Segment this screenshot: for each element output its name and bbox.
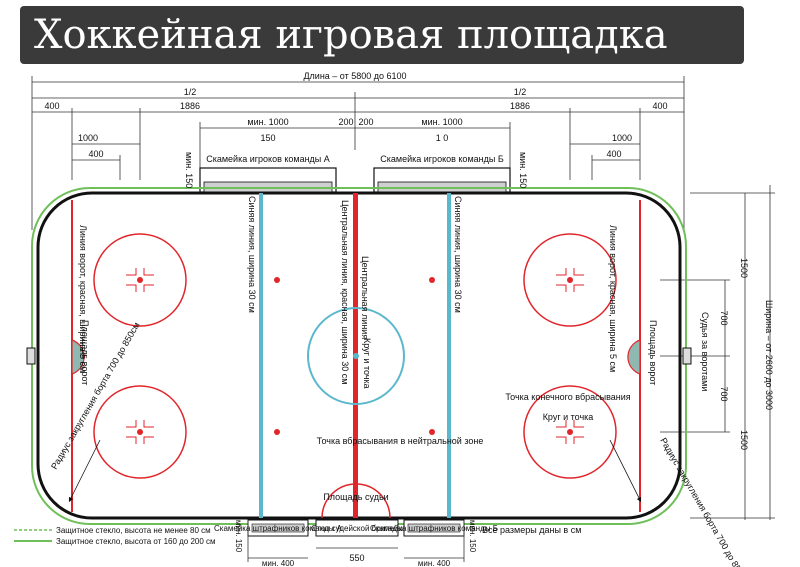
top-dimensions — [31, 76, 685, 230]
dim-length: Длина – от 5800 до 6100 — [303, 71, 406, 81]
center-circle-label: Круг и точка — [362, 338, 372, 389]
dim-min150-bottom-left: мин. 150 — [234, 520, 243, 553]
center-circle — [307, 307, 405, 405]
goal-crease-right — [627, 339, 641, 375]
page-title: Хоккейная игровая площадка — [34, 12, 668, 58]
dim-400-small-left: 400 — [88, 149, 103, 159]
faceoff-hashmarks — [126, 268, 584, 444]
dim-400-small-right: 400 — [606, 149, 621, 159]
blue-line-right — [447, 193, 451, 518]
dim-min400-left: мин. 400 — [262, 559, 295, 567]
blue-line-label-left: Синяя линия, ширина 30 см — [247, 196, 257, 313]
end-faceoff-label: Точка конечного вбрасывания — [505, 392, 630, 402]
dim-min150-right: мин. 150 — [518, 152, 528, 188]
dim-1886-right: 1886 — [510, 101, 530, 111]
blue-line-label-right: Синяя линия, ширина 30 см — [453, 196, 463, 313]
dim-half-left: 1/2 — [184, 87, 197, 97]
dim-400-right: 400 — [652, 101, 667, 111]
goal-line-label-right: Линия ворот, красная, ширина 5 см — [608, 225, 618, 372]
dim-200-left: 200 — [338, 117, 353, 127]
center-dot — [353, 353, 359, 359]
dim-1000-right: 1000 — [612, 133, 632, 143]
dim-200-right: 200 — [358, 117, 373, 127]
goal-crease-left — [71, 339, 85, 375]
title-bar: Хоккейная игровая площадка — [20, 6, 744, 64]
dim-700-bottom: 700 — [719, 386, 729, 401]
dim-min400-right: мин. 400 — [418, 559, 451, 567]
dim-150: 150 — [260, 133, 275, 143]
dim-1886-left: 1886 — [180, 101, 200, 111]
faceoff-dots — [137, 277, 573, 435]
rink-boards — [36, 191, 682, 520]
dim-half-right: 1/2 — [514, 87, 527, 97]
goal-judge-right — [682, 347, 692, 365]
dim-700-top: 700 — [719, 310, 729, 325]
referee-crease — [321, 483, 391, 519]
dim-width: Ширина – от 2600 до 3000 — [764, 300, 774, 410]
legend-glass-high: Защитное стекло, высота от 160 до 200 см — [56, 537, 216, 546]
player-benches: Скамейка игроков команды А Скамейка игро… — [199, 154, 511, 193]
faceoff-circles — [93, 233, 617, 479]
dim-min150-bottom-right: мин. 150 — [468, 520, 477, 553]
dim-min150-left: мин. 150 — [184, 152, 194, 188]
center-line-label: Центральная линия, красная, ширина 30 см — [340, 200, 350, 384]
bench-a-label: Скамейка игроков команды А — [206, 154, 330, 164]
radius-label-right: Радиус закругления борта 700 до 850см — [658, 436, 751, 567]
dim-min1000-right: мин. 1000 — [421, 117, 462, 127]
neutral-dot-label: Точка вбрасывания в нейтральной зоне — [317, 436, 484, 446]
penalty-bench-b-label: Скамейка штрафников команды Б — [370, 524, 498, 533]
bench-b-label: Скамейка игроков команды Б — [380, 154, 504, 164]
timekeeper-label: Стоп судейской бригады — [311, 524, 403, 533]
dim-1500-bottom: 1500 — [739, 430, 749, 450]
all-units-note: Все размеры даны в см — [482, 525, 581, 535]
dim-1000-left: 1000 — [78, 133, 98, 143]
blue-line-left — [259, 193, 263, 518]
end-faceoff-circle-label: Круг и точка — [543, 412, 594, 422]
penalty-bench-a-label: Скамейка штрафников команды А — [214, 524, 343, 533]
goal-area-label-right: Площадь ворот — [648, 320, 658, 385]
dim-min1000-left: мин. 1000 — [247, 117, 288, 127]
right-dimensions — [660, 185, 775, 520]
goal-judge-label: Судья за воротами — [700, 312, 710, 391]
goal-judge-left — [26, 347, 36, 365]
dim-400-left: 400 — [44, 101, 59, 111]
dim-10: 1 0 — [436, 133, 449, 143]
dim-550: 550 — [349, 553, 364, 563]
goal-line-label-left: Линия ворот, красная, ширина 5 см — [78, 225, 88, 372]
goal-area-label-left: Площадь ворот — [80, 320, 90, 385]
bottom-dimensions — [247, 520, 465, 562]
bottom-benches — [247, 519, 465, 537]
center-line-label-2: Центральная линия — [360, 256, 370, 339]
dim-1500-top: 1500 — [739, 258, 749, 278]
legend-glass-low: Защитное стекло, высота не менее 80 см — [56, 526, 211, 535]
referee-area-label: Площадь судьи — [323, 492, 388, 502]
